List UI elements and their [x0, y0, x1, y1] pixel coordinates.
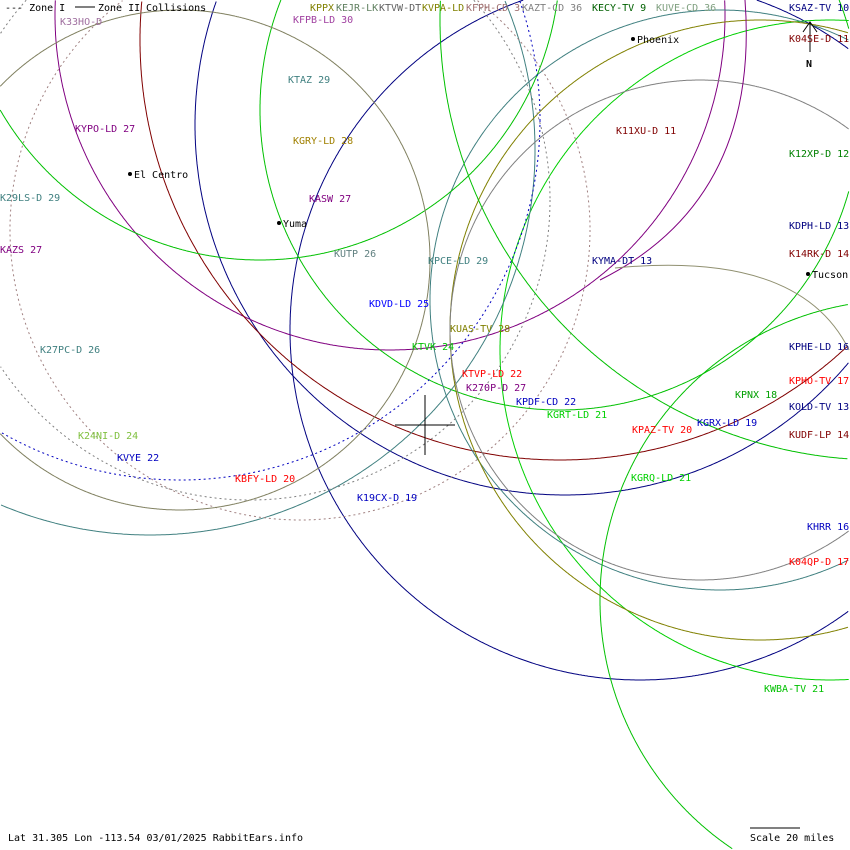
arc-gray-2 — [0, 9, 431, 511]
station-label[interactable]: KSAZ-TV 10 — [789, 3, 849, 14]
city-tucson: Tucson — [812, 270, 848, 281]
arc-dotted-3 — [0, 1, 541, 481]
station-label[interactable]: K12XP-D 12 — [789, 149, 849, 160]
arc-dotted-2 — [0, 0, 551, 501]
station-label[interactable]: KEJR-LK — [336, 3, 378, 14]
station-label[interactable]: KTAZ 29 — [288, 75, 330, 86]
city-marker — [128, 172, 132, 176]
city-yuma: Yuma — [283, 219, 307, 230]
scale-label: Scale 20 miles — [750, 833, 834, 844]
station-label[interactable]: KUDF-LP 14 — [789, 430, 849, 441]
arc-green-3 — [0, 0, 558, 261]
station-label[interactable]: KPHE-LD 16 — [789, 342, 849, 353]
station-labels: KPPX KEJR-LK KTVW-DT KVPA-LD KFPH-CD 3 K… — [0, 3, 849, 695]
station-label[interactable]: KUAS-TV 28 — [450, 324, 510, 335]
arc-teal-1 — [0, 0, 536, 536]
station-label[interactable]: KTVW-DT — [379, 3, 421, 14]
station-label[interactable]: KYPO-LD 27 — [75, 124, 135, 135]
coords-readout: Lat 31.305 Lon -113.54 03/01/2025 Rabbit… — [8, 833, 303, 844]
station-label[interactable]: K29LS-D 29 — [0, 193, 60, 204]
north-label: N — [806, 59, 812, 70]
arc-green-1 — [259, 0, 850, 411]
city-el-centro: El Centro — [134, 170, 188, 181]
legend-zone1: --- Zone I — [5, 3, 65, 14]
legend: --- Zone I Zone II Collisions K33HO-D — [5, 3, 206, 28]
arc-darkred — [139, 1, 849, 461]
station-label[interactable]: KFPB-LD 30 — [293, 15, 353, 26]
legend-hidden-station: K33HO-D — [60, 17, 102, 28]
footer: Lat 31.305 Lon -113.54 03/01/2025 Rabbit… — [8, 827, 834, 844]
station-label[interactable]: KOLD-TV 13 — [789, 402, 849, 413]
station-label[interactable]: KPCE-LD 29 — [428, 256, 488, 267]
station-label[interactable]: KTVK 24 — [412, 342, 454, 353]
station-label[interactable]: KAZS 27 — [0, 245, 42, 256]
station-label[interactable]: KGRQ-LD 21 — [631, 473, 691, 484]
station-label[interactable]: KDPH-LD 13 — [789, 221, 849, 232]
city-marker — [631, 37, 635, 41]
arc-purple — [54, 0, 726, 351]
station-label[interactable]: KWBA-TV 21 — [764, 684, 824, 695]
city-phoenix: Phoenix — [637, 35, 679, 46]
station-label[interactable]: KECY-TV 9 — [592, 3, 646, 14]
station-label[interactable]: KPPX — [310, 3, 334, 14]
station-label[interactable]: KPAZ-TV 20 — [632, 425, 692, 436]
station-label[interactable]: KDVD-LD 25 — [369, 299, 429, 310]
station-label[interactable]: K04QP-D 17 — [789, 557, 849, 568]
station-label[interactable]: KGRY-LD 28 — [293, 136, 353, 147]
station-label[interactable]: KPDF-CD 22 — [516, 397, 576, 408]
station-label[interactable]: KTVP-LD 22 — [462, 369, 522, 380]
station-label[interactable]: KVPA-LD — [422, 3, 464, 14]
cities: Phoenix El Centro Yuma Tucson — [128, 35, 848, 281]
arc-navy-1 — [194, 1, 849, 496]
station-label[interactable]: KPNX 18 — [735, 390, 777, 401]
arc-dotted-1 — [9, 0, 591, 521]
station-label[interactable]: KYMA-DT 13 — [592, 256, 652, 267]
station-label[interactable]: KAZT-CD 36 — [522, 3, 582, 14]
legend-zone2: Zone II — [98, 3, 140, 14]
station-label[interactable]: KUVE-CD 36 — [656, 3, 716, 14]
crosshair — [395, 395, 455, 455]
station-label[interactable]: KVYE 22 — [117, 453, 159, 464]
arc-green-2 — [499, 19, 849, 681]
station-label[interactable]: K19CX-D 19 — [357, 493, 417, 504]
station-label[interactable]: K24NI-D 24 — [78, 431, 138, 442]
arc-gray-3 — [614, 264, 850, 351]
station-label[interactable]: K04SE-D 11 — [789, 34, 849, 45]
city-marker — [277, 221, 281, 225]
station-label[interactable]: K11XU-D 11 — [616, 126, 676, 137]
station-label[interactable]: KGRT-LD 21 — [547, 410, 607, 421]
station-label[interactable]: KGRX-LD 19 — [697, 418, 757, 429]
arc-purple-right — [599, 0, 747, 281]
legend-collisions: Collisions — [146, 3, 206, 14]
arc-gray-1 — [449, 79, 849, 581]
station-label[interactable]: KBFY-LD 20 — [235, 474, 295, 485]
station-label[interactable]: KUTP 26 — [334, 249, 376, 260]
station-label[interactable]: KPHO-TV 17 — [789, 376, 849, 387]
arc-green-4 — [599, 304, 848, 850]
city-marker — [806, 272, 810, 276]
station-label[interactable]: K27PC-D 26 — [40, 345, 100, 356]
arc-teal-2 — [429, 9, 849, 591]
station-label[interactable]: KHRR 16 — [807, 522, 849, 533]
station-label[interactable]: K270P-D 27 — [466, 383, 526, 394]
arc-green-5 — [439, 0, 848, 460]
station-label[interactable]: K14RK-D 14 — [789, 249, 849, 260]
station-label[interactable]: KASW 27 — [309, 194, 351, 205]
north-arrow — [802, 21, 818, 52]
station-label[interactable]: KFPH-CD 3 — [466, 3, 520, 14]
